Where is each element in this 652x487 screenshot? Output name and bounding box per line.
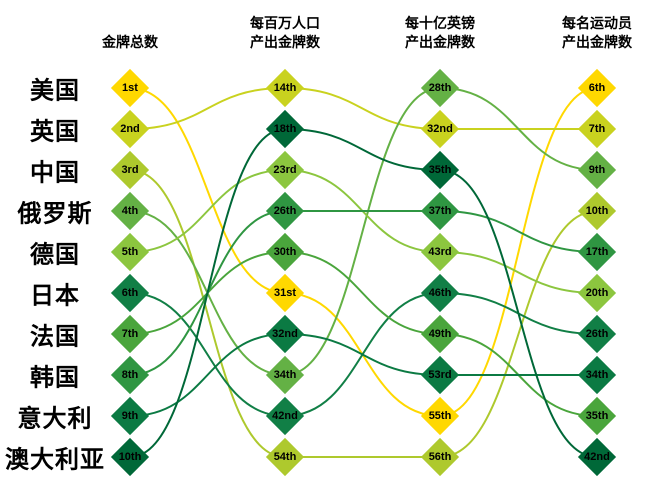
rank-label: 56th xyxy=(428,451,452,463)
rank-label: 7th xyxy=(588,123,606,135)
column-header-line: 产出金牌数 xyxy=(405,34,475,50)
country-label: 中国 xyxy=(30,159,80,187)
rank-label: 8th xyxy=(121,369,139,381)
country-label: 意大利 xyxy=(17,405,93,433)
country-label: 韩国 xyxy=(30,364,80,392)
rank-label: 35th xyxy=(428,164,452,176)
rank-label: 32nd xyxy=(427,123,453,135)
column-header: 金牌总数 xyxy=(102,33,158,52)
column-header-line: 产出金牌数 xyxy=(250,34,320,50)
rank-label: 37th xyxy=(428,205,452,217)
rank-label: 54th xyxy=(273,451,297,463)
rank-label: 5th xyxy=(121,246,139,258)
rank-label: 2nd xyxy=(120,123,140,135)
rank-label: 18th xyxy=(273,123,297,135)
country-label: 德国 xyxy=(30,241,80,269)
column-header-line: 每名运动员 xyxy=(562,15,632,31)
country-label: 俄罗斯 xyxy=(17,200,93,228)
rank-label: 4th xyxy=(121,205,139,217)
rank-label: 42nd xyxy=(272,410,298,422)
rank-label: 6th xyxy=(588,82,606,94)
rank-label: 7th xyxy=(121,328,139,340)
rank-label: 1st xyxy=(122,82,138,94)
rank-label: 9th xyxy=(121,410,139,422)
column-header-line: 产出金牌数 xyxy=(562,34,632,50)
rank-label: 26th xyxy=(585,328,609,340)
column-header: 每百万人口产出金牌数 xyxy=(250,14,320,52)
rank-label: 3rd xyxy=(121,164,139,176)
rank-label: 28th xyxy=(428,82,452,94)
series-line xyxy=(129,86,598,377)
rank-label: 26th xyxy=(273,205,297,217)
column-header: 每十亿英镑产出金牌数 xyxy=(405,14,475,52)
series-line xyxy=(129,209,598,376)
rank-label: 35th xyxy=(585,410,609,422)
rank-label: 9th xyxy=(588,164,606,176)
rank-label: 34th xyxy=(273,369,297,381)
series-line xyxy=(129,332,597,417)
series-line xyxy=(129,291,598,418)
rank-label: 20th xyxy=(585,287,609,299)
country-label: 美国 xyxy=(30,77,80,105)
rank-label: 49th xyxy=(428,328,452,340)
rank-label: 43rd xyxy=(428,246,452,258)
rank-label: 31st xyxy=(273,287,297,299)
rank-label: 53rd xyxy=(428,369,452,381)
series-line xyxy=(129,127,598,458)
rank-label: 30th xyxy=(273,246,297,258)
series-line xyxy=(129,169,598,459)
country-label: 英国 xyxy=(30,118,80,146)
rank-label: 42nd xyxy=(584,451,610,463)
column-header-line: 每十亿英镑 xyxy=(405,15,475,31)
series-line xyxy=(129,86,597,131)
country-label: 澳大利亚 xyxy=(5,446,105,474)
rank-label: 23rd xyxy=(273,164,297,176)
series-line xyxy=(129,168,598,294)
country-label: 日本 xyxy=(30,282,80,310)
column-header-line: 金牌总数 xyxy=(102,34,158,50)
rank-label: 46th xyxy=(428,287,452,299)
rank-label: 14th xyxy=(273,82,297,94)
rank-label: 10th xyxy=(585,205,609,217)
rank-label: 17th xyxy=(585,246,609,258)
country-label: 法国 xyxy=(30,323,80,351)
rank-label: 6th xyxy=(121,287,139,299)
series-line xyxy=(129,87,598,418)
column-header-line: 每百万人口 xyxy=(250,15,320,31)
rank-label: 34th xyxy=(585,369,609,381)
rank-label: 55th xyxy=(428,410,452,422)
column-header: 每名运动员产出金牌数 xyxy=(562,14,632,52)
rank-label: 10th xyxy=(118,451,142,463)
rank-label: 32nd xyxy=(272,328,298,340)
